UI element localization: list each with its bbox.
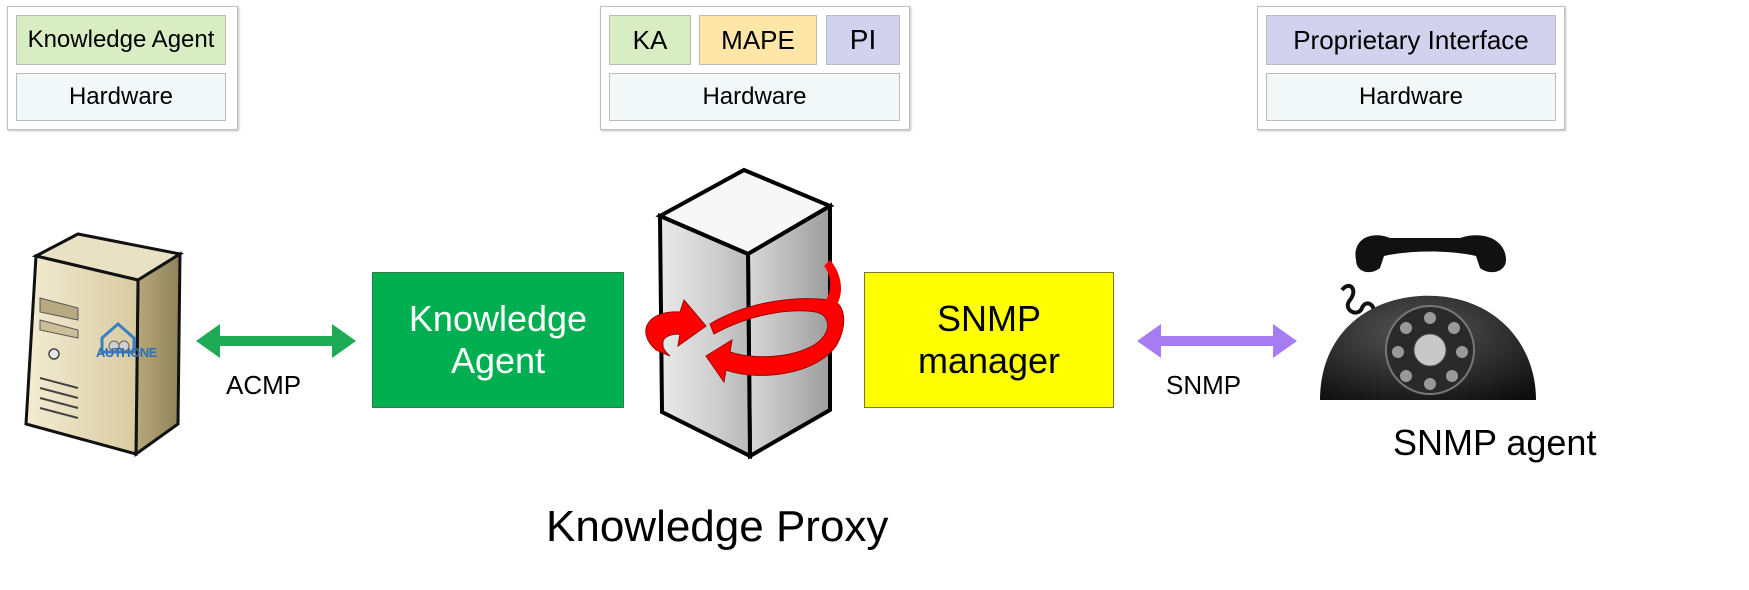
knowledge-proxy-server-icon [645, 167, 845, 460]
knowledge-agent-line1: Knowledge [408, 298, 588, 339]
pi-layer: PI [826, 15, 900, 65]
snmp-agent-caption: SNMP agent [1393, 422, 1597, 463]
snmp-manager-box: SNMP manager [864, 272, 1114, 408]
knowledge-agent-line2: Agent [450, 340, 546, 381]
knowledge-agent-box: Knowledge Agent [372, 272, 624, 408]
hardware-layer: Hardware [609, 73, 900, 121]
right-stack-panel: Proprietary Interface Hardware [1257, 6, 1565, 130]
snmp-bidirectional-arrow [1137, 324, 1297, 358]
left-stack-panel: Knowledge Agent Hardware [7, 6, 238, 130]
server-icon [24, 232, 185, 457]
server-logo-text: AUTHONE [96, 345, 157, 360]
telephone-icon [1320, 235, 1536, 400]
acmp-bidirectional-arrow [196, 324, 356, 358]
snmp-manager-line1: SNMP [936, 298, 1041, 339]
acmp-label: ACMP [226, 370, 302, 400]
knowledge-agent-layer: Knowledge Agent [16, 15, 226, 65]
center-stack-panel: KA MAPE PI Hardware [600, 6, 910, 130]
proprietary-interface-layer: Proprietary Interface [1266, 15, 1556, 65]
snmp-manager-line2: manager [917, 340, 1061, 381]
ka-layer: KA [609, 15, 691, 65]
knowledge-proxy-caption: Knowledge Proxy [546, 502, 889, 551]
mape-layer: MAPE [699, 15, 817, 65]
hardware-layer: Hardware [1266, 73, 1556, 121]
snmp-label: SNMP [1166, 370, 1242, 400]
hardware-layer: Hardware [16, 73, 226, 121]
